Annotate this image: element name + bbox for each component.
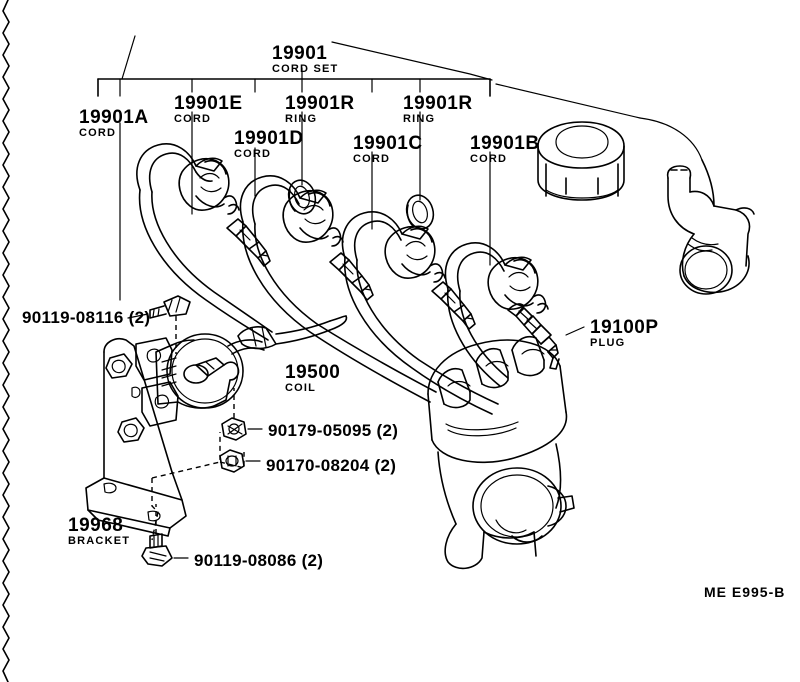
callout-cord-set-desc: CORD SET — [272, 63, 339, 75]
bolt-90119-08116 — [127, 295, 191, 354]
ignition-cord-4 — [444, 242, 549, 387]
coil-bracket — [85, 337, 245, 541]
callout-cord-a-desc: CORD — [79, 127, 117, 139]
callout-cord-c: 19901C CORD — [353, 134, 423, 165]
callout-cord-e: 19901E CORD — [174, 94, 243, 125]
callout-coil-desc: COIL — [285, 382, 317, 394]
bolt-90119-08086 — [141, 504, 189, 567]
torn-page-edge — [2, 0, 10, 682]
part-number-nut-05095: 90179-05095 (2) — [268, 421, 399, 440]
part-number-nut-08204: 90170-08204 (2) — [266, 456, 397, 475]
spark-plug-2 — [329, 252, 374, 301]
callout-coil: 19500 COIL — [285, 363, 340, 394]
callout-plug-desc: PLUG — [590, 337, 626, 349]
water-outlet-hose — [639, 117, 755, 295]
spark-plug-3 — [431, 281, 476, 330]
callout-cord-b-desc: CORD — [470, 153, 508, 165]
callout-cord-d: 19901D CORD — [234, 129, 304, 160]
callout-plug-number: 19100P — [590, 317, 659, 338]
callout-cord-d-desc: CORD — [234, 148, 272, 160]
ignition-cord-2 — [239, 175, 437, 403]
ignition-coil — [155, 333, 265, 409]
callout-coil-number: 19500 — [285, 362, 341, 383]
callout-cord-a-number: 19901A — [79, 107, 149, 128]
callout-cord-b: 19901B CORD — [470, 134, 540, 165]
ignition-cord-3 — [341, 211, 499, 415]
nut-90179-05095 — [221, 388, 263, 441]
distributor — [427, 335, 575, 570]
callout-bracket-desc: BRACKET — [68, 535, 131, 547]
callout-ring-r2-number: 19901R — [403, 93, 473, 114]
callout-cord-e-number: 19901E — [174, 93, 243, 114]
callout-plug: 19100P PLUG — [590, 318, 659, 349]
seal-ring-1 — [287, 179, 317, 215]
callout-ring-r2: 19901R RING — [403, 94, 473, 125]
callout-ring-r1: 19901R RING — [285, 94, 355, 125]
spark-plug-callout — [507, 303, 585, 370]
callout-cord-e-desc: CORD — [174, 113, 212, 125]
callout-ring-r2-desc: RING — [403, 113, 436, 125]
callout-cord-a: 19901A CORD — [79, 108, 149, 139]
part-number-bolt-08116: 90119-08116 (2) — [22, 308, 151, 327]
callout-cord-set-number: 19901 — [272, 43, 328, 64]
callout-bracket: 19968 BRACKET — [68, 516, 130, 547]
cord-set-bracket — [97, 35, 641, 119]
part-number-bolt-08086: 90119-08086 (2) — [194, 551, 324, 570]
callout-cord-c-desc: CORD — [353, 153, 391, 165]
callout-ring-r1-number: 19901R — [285, 93, 355, 114]
callout-cord-set: 19901 CORD SET — [272, 44, 338, 75]
nut-90170-08204 — [219, 449, 261, 473]
callout-cord-b-number: 19901B — [470, 133, 540, 154]
figure-watermark: ME E995-B — [704, 584, 786, 600]
seal-ring-2 — [405, 194, 435, 230]
callout-cord-c-number: 19901C — [353, 133, 423, 154]
ignition-cord-1 — [136, 143, 348, 350]
callout-bracket-number: 19968 — [68, 515, 124, 536]
distributor-cap-top — [537, 121, 625, 201]
leader-lines — [119, 111, 491, 301]
callout-cord-d-number: 19901D — [234, 128, 304, 149]
spark-plug-1 — [226, 218, 271, 267]
callout-ring-r1-desc: RING — [285, 113, 318, 125]
